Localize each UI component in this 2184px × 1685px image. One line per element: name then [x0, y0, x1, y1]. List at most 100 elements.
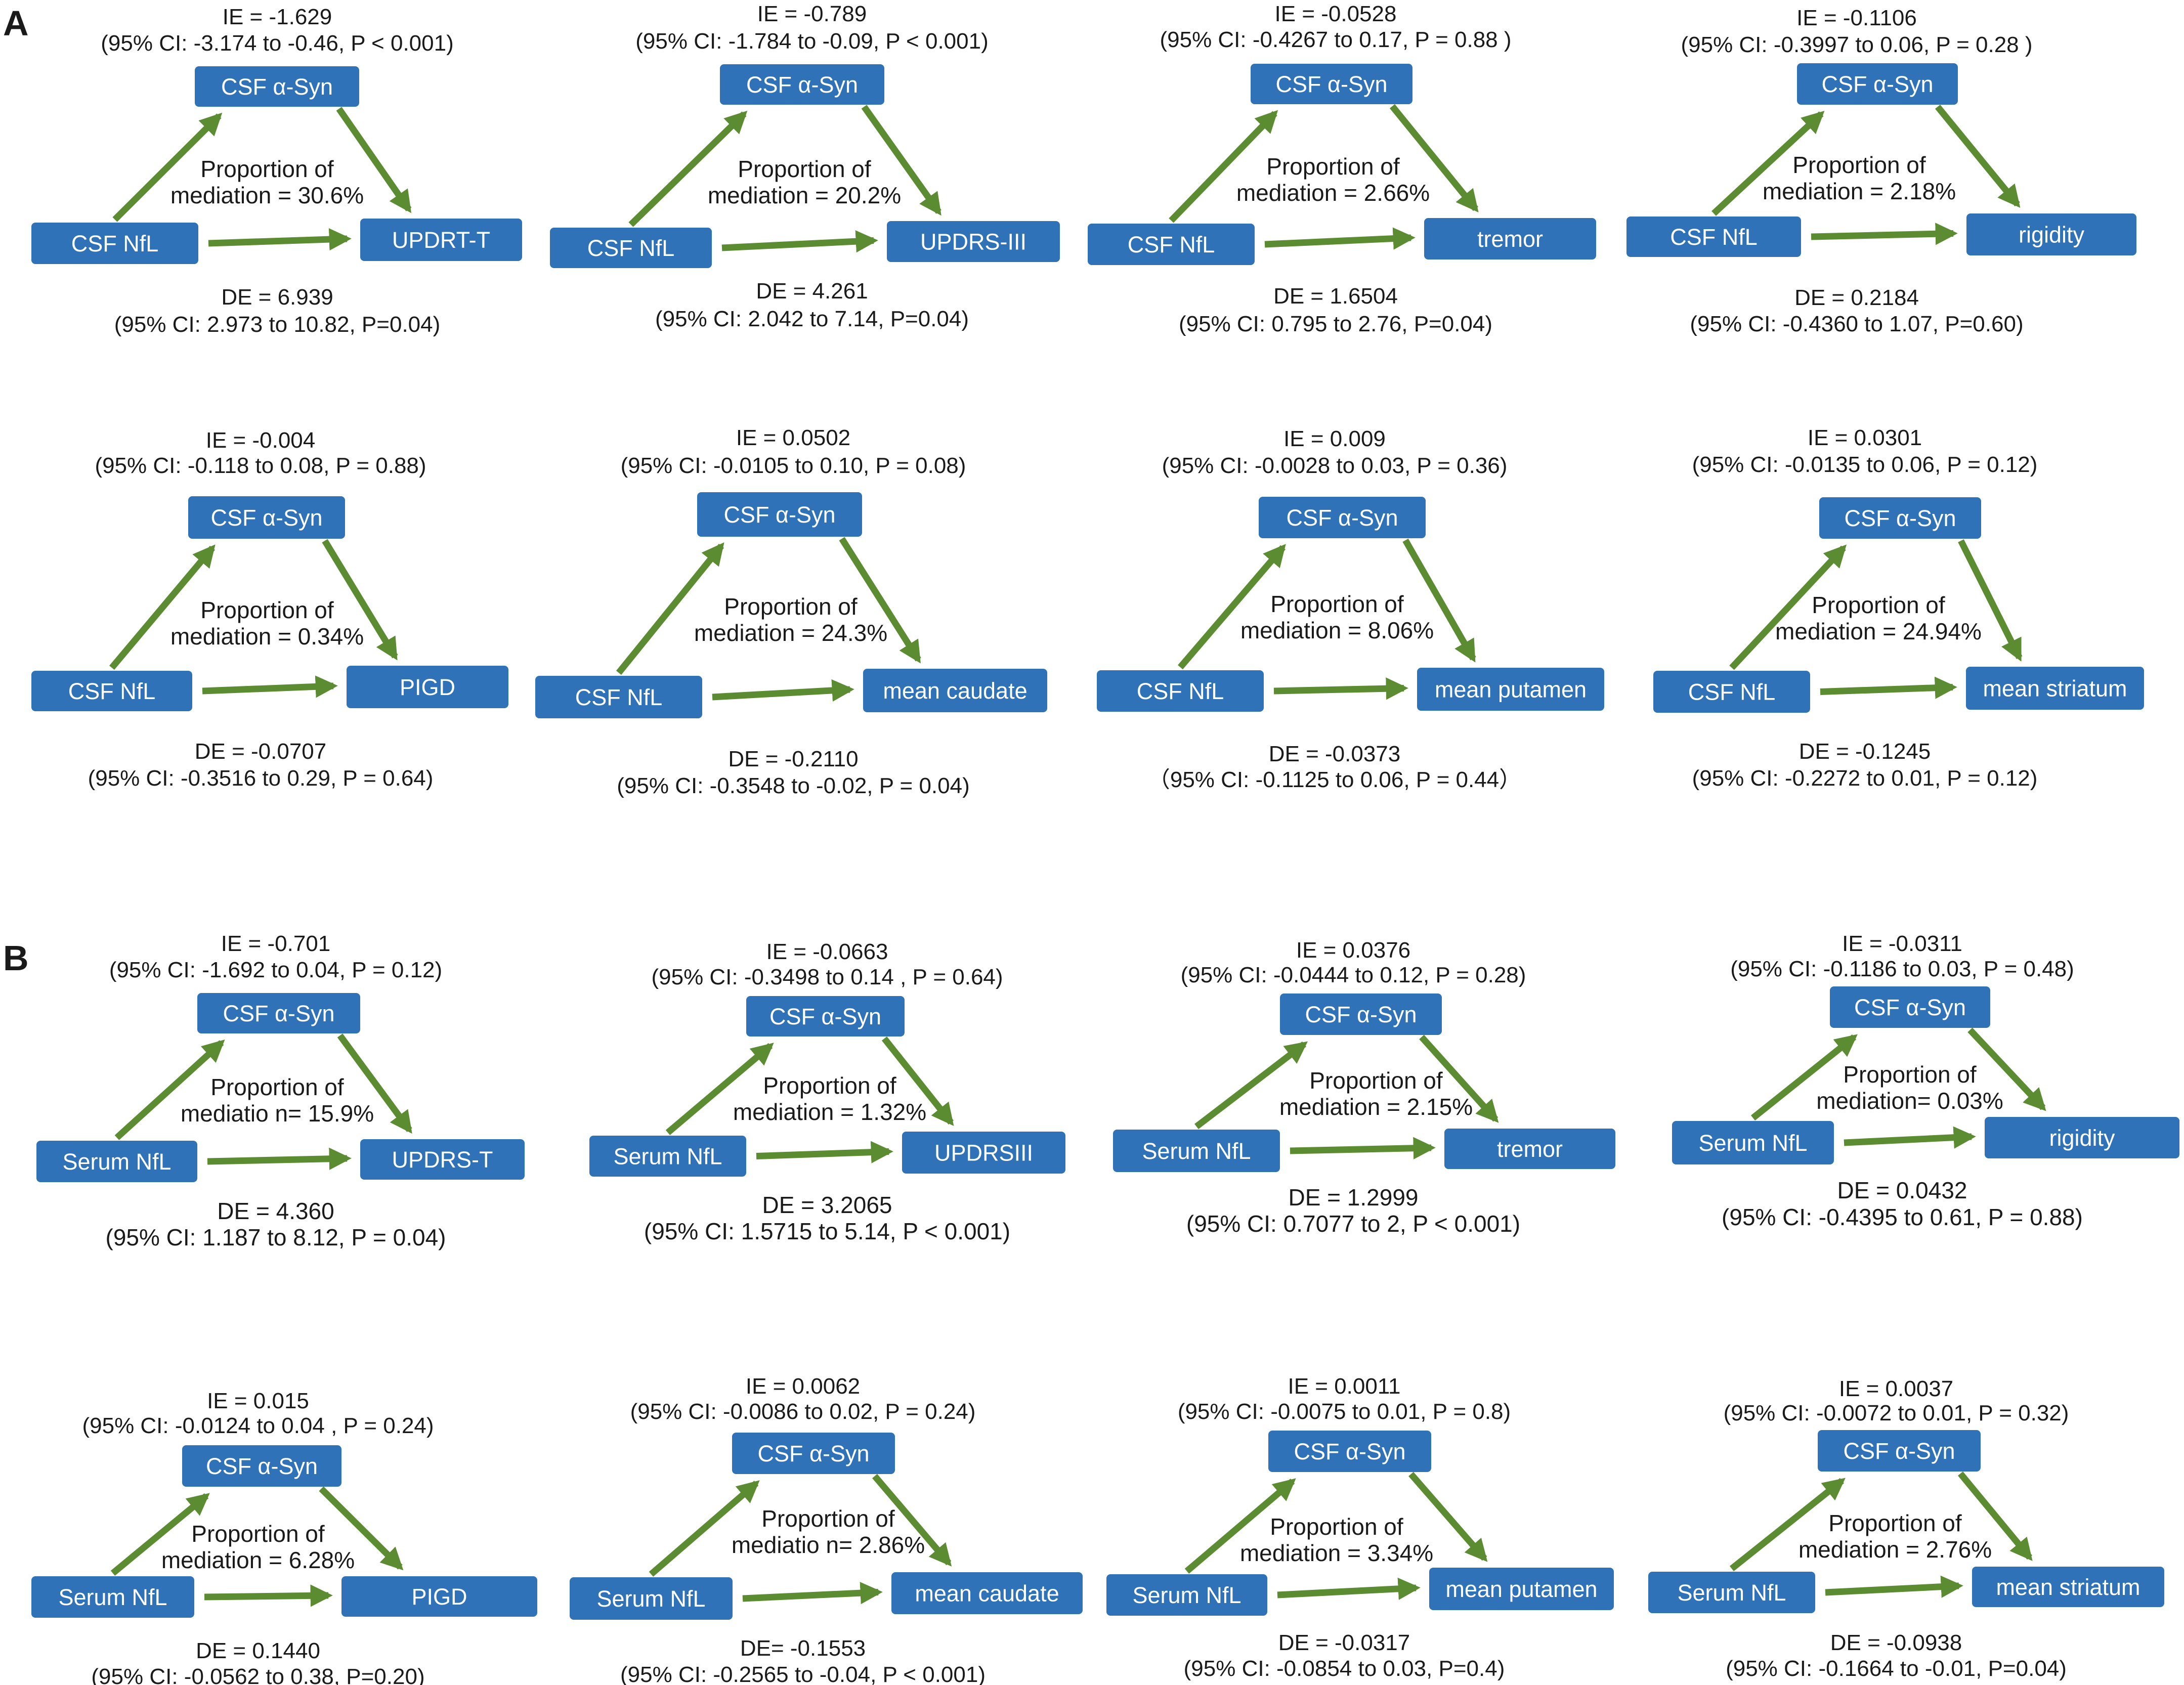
- path-a-arrow: [110, 1493, 210, 1576]
- exposure-node-label: CSF NfL: [68, 678, 156, 704]
- exposure-node: CSF NfL: [1626, 217, 1801, 257]
- path-c-arrow: [712, 679, 854, 702]
- direct-effect: DE = -0.1245: [1799, 739, 1931, 764]
- outcome-node-label: rigidity: [2019, 222, 2085, 248]
- path-b-arrow: [336, 107, 412, 213]
- mediator-node: CSF α-Syn: [720, 64, 884, 105]
- section-label: B: [3, 938, 29, 978]
- outcome-node: UPDRT-T: [360, 219, 522, 261]
- exposure-node: CSF NfL: [535, 676, 702, 718]
- proportion-label: Proportion of: [724, 593, 858, 620]
- indirect-effect: IE = 0.0037: [1839, 1376, 1953, 1401]
- mediator-node: CSF α-Syn: [1818, 1430, 1981, 1472]
- exposure-node-box: [1672, 1121, 1834, 1164]
- mediation-panel: IE = -0.0311(95% CI: -0.1186 to 0.03, P …: [1672, 931, 2179, 1230]
- exposure-node-box: [31, 223, 198, 264]
- mediator-node: CSF α-Syn: [697, 492, 862, 537]
- outcome-node: rigidity: [1985, 1117, 2179, 1158]
- direct-effect-ci: (95% CI: 2.042 to 7.14, P=0.04): [655, 307, 969, 331]
- direct-effect: DE = -0.0317: [1278, 1630, 1410, 1655]
- outcome-node: PIGD: [341, 1576, 537, 1617]
- exposure-node-label: CSF NfL: [1137, 678, 1224, 704]
- direct-effect-ci: (95% CI: -0.4395 to 0.61, P = 0.88): [1722, 1204, 2083, 1230]
- direct-effect: DE = 3.2065: [762, 1192, 892, 1218]
- proportion-value: mediation = 30.6%: [170, 182, 364, 208]
- direct-effect: DE = 1.6504: [1273, 284, 1398, 309]
- path-a-arrow: [1729, 544, 1847, 670]
- outcome-node-box: [1424, 218, 1596, 260]
- exposure-node-box: [31, 671, 192, 711]
- mediation-panel: IE = 0.009(95% CI: -0.0028 to 0.03, P = …: [1097, 426, 1604, 792]
- mediation-panel: IE = 0.0011(95% CI: -0.0075 to 0.01, P =…: [1106, 1374, 1614, 1681]
- direct-effect: DE= -0.1553: [740, 1636, 866, 1661]
- mediation-panel: IE = 0.0037(95% CI: -0.0072 to 0.01, P =…: [1648, 1376, 2164, 1681]
- outcome-node-label: rigidity: [2049, 1125, 2115, 1151]
- proportion-value: mediation = 3.34%: [1240, 1540, 1433, 1566]
- exposure-node-box: [1626, 217, 1801, 257]
- direct-effect-ci: (95% CI: -0.0854 to 0.03, P=0.4): [1184, 1656, 1505, 1681]
- proportion-value: mediatio n= 2.86%: [732, 1532, 925, 1558]
- mediator-node-label: CSF α-Syn: [1844, 505, 1956, 531]
- outcome-node-label: PIGD: [400, 674, 455, 700]
- outcome-node: tremor: [1444, 1129, 1615, 1169]
- path-b-arrow: [1967, 1027, 2046, 1111]
- outcome-node-box: [1985, 1117, 2179, 1158]
- indirect-effect: IE = -1.629: [223, 5, 332, 29]
- indirect-effect: IE = 0.0502: [736, 425, 850, 450]
- path-c-arrow: [204, 1584, 333, 1607]
- path-c-arrow: [742, 1582, 883, 1605]
- outcome-node-box: [360, 219, 522, 261]
- mediator-node-box: [182, 1445, 341, 1487]
- mediation-panel: IE = 0.0062(95% CI: -0.0086 to 0.02, P =…: [570, 1374, 1083, 1685]
- indirect-effect: IE = -0.789: [757, 2, 867, 26]
- indirect-effect-ci: (95% CI: -0.0135 to 0.06, P = 0.12): [1692, 452, 2038, 477]
- exposure-node-label: Serum NfL: [1132, 1582, 1241, 1608]
- indirect-effect-ci: (95% CI: -0.0075 to 0.01, P = 0.8): [1178, 1399, 1511, 1424]
- exposure-node-box: [36, 1141, 197, 1182]
- path-a-arrow: [114, 1040, 225, 1140]
- indirect-effect-ci: (95% CI: -0.0072 to 0.01, P = 0.32): [1724, 1401, 2069, 1425]
- indirect-effect-ci: (95% CI: -0.0086 to 0.02, P = 0.24): [630, 1399, 976, 1424]
- mediation-panel: IE = 0.0301(95% CI: -0.0135 to 0.06, P =…: [1653, 425, 2144, 791]
- path-c-arrow: [1290, 1137, 1436, 1159]
- direct-effect-ci: （95% CI: -0.1125 to 0.06, P = 0.44）: [1148, 767, 1521, 792]
- path-a-arrow: [1729, 1478, 1846, 1572]
- mediator-node: CSF α-Syn: [182, 1445, 341, 1487]
- direct-effect: DE = 0.1440: [196, 1638, 320, 1663]
- outcome-node-box: [902, 1132, 1065, 1174]
- outcome-node-box: [1966, 667, 2144, 710]
- proportion-label: Proportion of: [200, 156, 334, 182]
- indirect-effect: IE = -0.0663: [766, 939, 888, 964]
- indirect-effect: IE = 0.0011: [1288, 1374, 1400, 1399]
- path-a-arrow: [1169, 110, 1278, 223]
- mediation-panel: IE = -0.789(95% CI: -1.784 to -0.09, P <…: [550, 2, 1060, 331]
- mediation-panel: IE = -0.0663(95% CI: -0.3498 to 0.14 , P…: [589, 939, 1065, 1244]
- mediator-node-box: [732, 1433, 895, 1474]
- indirect-effect: IE = -0.0528: [1275, 2, 1397, 26]
- outcome-node-label: mean caudate: [915, 1581, 1059, 1607]
- mediator-node-label: CSF α-Syn: [1275, 71, 1387, 97]
- mediator-node-box: [1268, 1431, 1431, 1472]
- proportion-label: Proportion of: [1828, 1510, 1962, 1536]
- path-a-arrow: [628, 110, 748, 227]
- mediator-node-label: CSF α-Syn: [206, 1453, 318, 1479]
- proportion-label: Proportion of: [191, 1521, 325, 1547]
- mediator-node-box: [1251, 64, 1412, 104]
- mediator-node-label: CSF α-Syn: [1286, 505, 1398, 531]
- outcome-node-label: UPDRT-T: [392, 227, 490, 253]
- direct-effect: DE = 1.2999: [1288, 1184, 1418, 1211]
- proportion-label: Proportion of: [1309, 1067, 1443, 1094]
- outcome-node: mean striatum: [1972, 1567, 2164, 1607]
- path-a-arrow: [1194, 1041, 1308, 1130]
- outcome-node: mean putamen: [1417, 668, 1604, 711]
- outcome-node: mean striatum: [1966, 667, 2144, 710]
- outcome-node-box: [891, 1572, 1083, 1614]
- path-b-arrow: [861, 105, 941, 216]
- mediator-node: CSF α-Syn: [188, 496, 345, 539]
- path-b-arrow: [1935, 104, 2021, 208]
- proportion-value: mediation = 2.76%: [1798, 1536, 1992, 1563]
- mediator-node: CSF α-Syn: [1819, 497, 1981, 539]
- mediator-node: CSF α-Syn: [746, 996, 905, 1036]
- outcome-node: rigidity: [1966, 213, 2136, 255]
- outcome-node: mean caudate: [863, 669, 1047, 712]
